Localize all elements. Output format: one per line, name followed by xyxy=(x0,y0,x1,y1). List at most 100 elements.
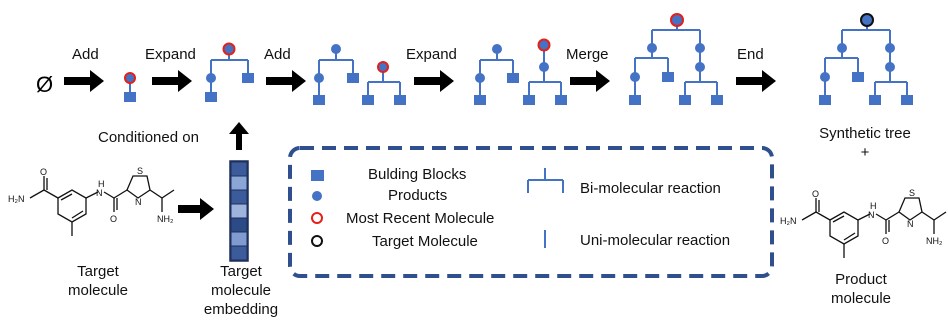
step-label-add-1: Add xyxy=(72,46,99,63)
step-label-end: End xyxy=(737,46,764,63)
embedding-vector xyxy=(229,160,249,262)
target-atom-labels: O H₂N N H O S N NH₂ xyxy=(8,166,174,224)
product-node xyxy=(885,43,895,53)
tree-step-5 xyxy=(634,20,718,96)
tree-step-4 xyxy=(479,47,562,96)
product-node xyxy=(630,72,640,82)
most-recent-node xyxy=(222,42,236,56)
most-recent-node xyxy=(537,38,551,52)
step-label-expand-2: Expand xyxy=(406,46,457,63)
conditioned-arrow xyxy=(229,122,249,150)
building-block-node xyxy=(901,95,913,105)
building-block-node xyxy=(394,95,406,105)
embedding-cell xyxy=(230,245,248,261)
target-caption-line2: molecule xyxy=(67,282,129,299)
product-node xyxy=(695,43,705,53)
embedding-cell xyxy=(230,189,248,205)
tree-step-2 xyxy=(210,49,249,94)
product-molecule-caption: Product molecule xyxy=(816,270,906,308)
product-node xyxy=(475,73,485,83)
embedding-caption-line3: embedding xyxy=(203,301,279,318)
atom-label: H xyxy=(98,179,105,189)
building-block-node xyxy=(662,72,674,82)
target-molecule-structure xyxy=(29,175,175,236)
product-node xyxy=(647,43,657,53)
embedding-cell xyxy=(230,203,248,219)
target-molecule-caption: Target molecule xyxy=(50,262,146,300)
embedding-caption-line1: Target xyxy=(220,263,262,280)
step-arrow-add-1 xyxy=(64,70,104,92)
target-caption-line1: Target xyxy=(77,263,119,280)
empty-set-symbol: Ø xyxy=(36,72,53,97)
embedding-caption: Target molecule embedding xyxy=(196,262,286,319)
step-label-add-2: Add xyxy=(264,46,291,63)
atom-label: O xyxy=(40,167,47,177)
embed-arrow xyxy=(178,198,214,220)
building-block-node xyxy=(852,72,864,82)
embedding-cell xyxy=(230,217,248,233)
target-node xyxy=(860,13,874,27)
building-block-node xyxy=(124,92,136,102)
synthetic-tree-caption: Synthetic tree + xyxy=(800,124,930,162)
product-node xyxy=(539,62,549,72)
building-block-node xyxy=(313,95,325,105)
conditioned-label: Conditioned on xyxy=(98,129,199,146)
embedding-cell xyxy=(230,161,248,177)
atom-label: N xyxy=(96,188,103,198)
product-node xyxy=(837,43,847,53)
legend-bi-reaction-icon xyxy=(527,168,564,193)
step-arrow-expand-1 xyxy=(152,70,192,92)
product-node xyxy=(206,73,216,83)
legend-box xyxy=(288,146,774,278)
atom-label: N xyxy=(868,210,875,220)
building-block-node xyxy=(242,73,254,83)
step-arrow-merge xyxy=(570,70,610,92)
atom-label: O xyxy=(812,189,819,199)
product-node xyxy=(314,73,324,83)
final-synthetic-tree xyxy=(824,20,908,96)
product-node xyxy=(820,72,830,82)
plus-sign: + xyxy=(860,144,870,161)
atom-label: NH₂ xyxy=(926,236,943,246)
embedding-cell xyxy=(230,175,248,191)
legend-most-recent-label: Most Recent Molecule xyxy=(346,210,495,227)
product-node xyxy=(695,62,705,72)
most-recent-node xyxy=(670,13,684,27)
atom-label: H₂N xyxy=(8,194,25,204)
step-label-merge: Merge xyxy=(566,46,609,63)
atom-label: NH₂ xyxy=(157,214,174,224)
legend-most-recent-icon xyxy=(311,212,323,224)
building-block-node xyxy=(869,95,881,105)
legend-product-icon xyxy=(312,191,322,201)
step-label-expand-1: Expand xyxy=(145,46,196,63)
legend-products-label: Products xyxy=(388,187,448,204)
most-recent-node xyxy=(124,72,136,84)
building-block-node xyxy=(347,73,359,83)
legend-target-icon xyxy=(311,235,323,247)
building-block-node xyxy=(507,73,519,83)
step-arrow-end xyxy=(736,70,776,92)
legend-building-block-icon xyxy=(311,170,324,181)
atom-label: S xyxy=(137,166,143,176)
product-atom-labels: O H₂N N H O S N NH₂ xyxy=(780,188,943,246)
product-molecule-structure xyxy=(801,197,947,258)
legend-bi-reaction-label: Bi-molecular reaction xyxy=(580,180,721,197)
atom-label: H xyxy=(870,201,877,211)
atom-label: S xyxy=(909,188,915,198)
embedding-cell xyxy=(230,231,248,247)
atom-label: N xyxy=(135,197,142,207)
building-block-node xyxy=(629,95,641,105)
tree-step-3 xyxy=(318,49,401,96)
product-caption-line2: molecule xyxy=(830,290,892,307)
atom-label: O xyxy=(882,236,889,246)
legend-uni-reaction-label: Uni-molecular reaction xyxy=(580,232,731,249)
product-node xyxy=(331,44,341,54)
building-block-node xyxy=(362,95,374,105)
step-arrow-add-2 xyxy=(266,70,306,92)
product-node xyxy=(885,62,895,72)
legend-building-blocks-label: Bulding Blocks xyxy=(368,166,467,183)
atom-label: H₂N xyxy=(780,216,797,226)
most-recent-node xyxy=(377,61,389,73)
building-block-node xyxy=(555,95,567,105)
